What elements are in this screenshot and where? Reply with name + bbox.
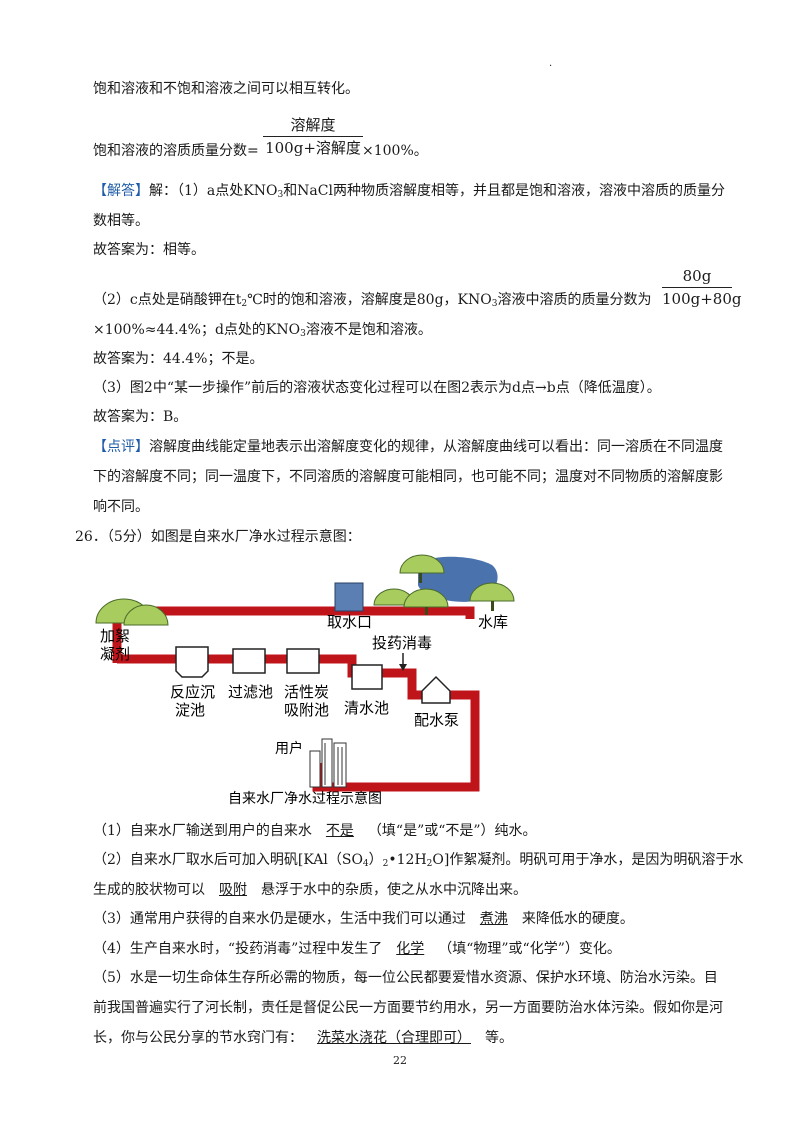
question-text: O]作絮凝剂。明矾可用于净水，是因为明矾溶于水 <box>432 852 744 868</box>
answer-blank: 吸附 <box>219 882 247 898</box>
percent-fraction: 80g 100g+80g <box>662 265 742 310</box>
question-text: 长，你与公民分享的节水窍门有： <box>93 1030 303 1046</box>
comment-line-3: 响不同。 <box>93 499 149 515</box>
buildings-icon <box>309 738 347 788</box>
subscript: 3 <box>300 329 306 339</box>
comment-tag: 【点评】 <box>93 439 149 455</box>
q26-part-2-cont: 生成的胶状物可以吸附悬浮于水中的杂质，使之从水中沉降出来。 <box>93 880 527 900</box>
formula-numerator: 溶解度 <box>290 116 336 134</box>
subscript: 4 <box>362 859 369 869</box>
water-intake-box <box>334 582 364 612</box>
question-text: （4）生产自来水时，“投药消毒”过程中发生了 <box>93 941 383 957</box>
question-text: 来降低水的硬度。 <box>521 911 634 927</box>
page-number: 22 <box>393 1054 407 1067</box>
answer-line-4: （2）c点处是硝酸钾在t2℃时的饱和溶液，溶解度是80g，KNO3溶液中溶质的质… <box>93 290 651 314</box>
label-reaction-2: 淀池 <box>175 701 205 719</box>
fraction-bar <box>662 287 732 288</box>
answer-text: ℃时的饱和溶液，溶解度是80g，KNO <box>247 292 492 308</box>
answer-line-8: 故答案为：B。 <box>93 409 188 425</box>
answer-text: 溶液中溶质的质量分数为 <box>497 292 652 308</box>
label-reservoir: 水库 <box>478 613 508 631</box>
reservoir-icon <box>373 554 515 615</box>
question-text: （填“是”或“不是”）纯水。 <box>367 823 537 839</box>
question-text: 生成的胶状物可以 <box>93 882 205 898</box>
answer-text: 溶液不是饱和溶液。 <box>305 322 432 338</box>
fraction-numerator: 80g <box>682 267 712 285</box>
label-disinfection: 投药消毒 <box>372 634 432 652</box>
fraction-bar <box>263 136 363 137</box>
q26-part-5-line-2: 前我国普遍实行了河长制，责任是督促公民一方面要节约用水，另一方面要防治水体污染。… <box>93 1000 723 1016</box>
question-text: （2）自来水厂取水后可加入明矾[KAl（SO <box>93 852 363 868</box>
question-text: •12H <box>388 852 427 868</box>
subscript: 2 <box>382 859 389 869</box>
formula-suffix: ×100%。 <box>362 143 428 159</box>
treatment-tanks <box>175 646 451 704</box>
answer-blank: 不是 <box>325 823 354 839</box>
label-filter: 过滤池 <box>228 683 273 701</box>
question-text: （填“物理”或“化学”）变化。 <box>438 941 621 957</box>
question-text: 等。 <box>485 1030 513 1046</box>
comment-text: 溶解度曲线能定量地表示出溶解度变化的规律，从溶解度曲线可以看出：同一溶质在不同温… <box>149 439 723 455</box>
subscript: 2 <box>426 859 433 869</box>
q26-part-1: （1）自来水厂输送到用户的自来水不是 （填“是”或“不是”）纯水。 <box>93 821 537 841</box>
answer-text: 解：（1）a点处KNO <box>149 183 278 199</box>
question-title: 26．（5分）如图是自来水厂净水过程示意图： <box>75 529 361 545</box>
top-dot: . <box>549 58 553 69</box>
question-text: （1）自来水厂输送到用户的自来水 <box>93 823 312 839</box>
question-text: 悬浮于水中的杂质，使之从水中沉降出来。 <box>261 882 527 898</box>
label-jiaxu-1: 加絮 <box>100 627 130 645</box>
q26-part-2: （2）自来水厂取水后可加入明矾[KAl（SO4）2•12H2O]作絮凝剂。明矾可… <box>93 850 743 874</box>
q26-part-5-line-3: 长，你与公民分享的节水窍门有： 洗菜水浇花（合理即可） 等。 <box>93 1028 513 1048</box>
intro-line-1: 饱和溶液和不饱和溶液之间可以相互转化。 <box>93 81 359 97</box>
answer-text: ×100%≈44.4%；d点处的KNO <box>93 322 301 338</box>
formula-prefix: 饱和溶液的溶质质量分数= <box>93 143 259 159</box>
answer-tag: 【解答】 <box>93 183 149 199</box>
answer-line-6: 故答案为：44.4%；不是。 <box>93 351 264 367</box>
answer-text: 和NaCl两种物质溶解度相等，并且都是饱和溶液，溶液中溶质的质量分 <box>283 183 725 199</box>
answer-line-7: （3）图2中“某一步操作”前后的溶液状态变化过程可以在图2表示为d点→b点（降低… <box>93 380 661 396</box>
comment-line-2: 下的溶解度不同；同一温度下，不同溶质的溶解度可能相同，也可能不同；温度对不同物质… <box>93 469 723 485</box>
carbon-tank <box>286 648 320 674</box>
formula-fraction: 溶解度 100g+溶解度 <box>263 114 363 159</box>
answer-blank: 化学 <box>396 941 425 957</box>
reaction-tank <box>175 646 209 678</box>
answer-blank: 洗菜水浇花（合理即可） <box>317 1030 471 1046</box>
answer-line-3: 故答案为：相等。 <box>93 242 205 258</box>
q26-part-5: （5）水是一切生命体生存所必需的物质，每一位公民都要爱惜水资源、保护水环境、防治… <box>93 970 718 986</box>
question-text: ） <box>368 852 383 868</box>
fraction-denominator: 100g+80g <box>662 290 742 308</box>
answer-line-2: 数相等。 <box>93 213 149 229</box>
water-treatment-diagram: 加絮 凝剂 取水口 水库 投药消毒 反应沉 淀池 过滤池 活性炭 吸附池 清水池… <box>95 554 515 805</box>
subscript: 3 <box>491 299 498 309</box>
label-reaction-1: 反应沉 <box>170 683 215 701</box>
question-text: （3）通常用户获得的自来水仍是硬水，生活中我们可以通过 <box>93 911 466 927</box>
filter-tank <box>232 648 266 674</box>
label-carbon-1: 活性炭 <box>284 683 329 701</box>
q26-part-3: （3）通常用户获得的自来水仍是硬水，生活中我们可以通过煮沸来降低水的硬度。 <box>93 909 634 929</box>
answer-blank: 煮沸 <box>479 911 508 927</box>
diagram-caption: 自来水厂净水过程示意图 <box>228 790 382 805</box>
label-jiaxu-2: 凝剂 <box>100 645 130 663</box>
subscript: 3 <box>277 190 284 200</box>
subscript: 2 <box>241 299 248 309</box>
label-user: 用户 <box>275 740 303 757</box>
label-pump: 配水泵 <box>414 711 459 729</box>
answer-line-1: 【解答】解：（1）a点处KNO3和NaCl两种物质溶解度相等，并且都是饱和溶液，… <box>93 181 725 205</box>
label-carbon-2: 吸附池 <box>284 701 329 719</box>
answer-line-5: ×100%≈44.4%；d点处的KNO3溶液不是饱和溶液。 <box>93 320 432 344</box>
comment-line-1: 【点评】溶解度曲线能定量地表示出溶解度变化的规律，从溶解度曲线可以看出：同一溶质… <box>93 437 723 457</box>
formula-denominator: 100g+溶解度 <box>265 139 361 157</box>
answer-text: （2）c点处是硝酸钾在t <box>93 292 242 308</box>
q26-part-4: （4）生产自来水时，“投药消毒”过程中发生了化学 （填“物理”或“化学”）变化。 <box>93 939 621 959</box>
label-intake: 取水口 <box>327 613 372 631</box>
clear-water-tank <box>351 664 383 690</box>
arrow-down-icon <box>399 653 407 671</box>
pump-house <box>421 675 451 704</box>
label-clear-water: 清水池 <box>344 699 389 717</box>
tree-icon <box>95 598 169 626</box>
